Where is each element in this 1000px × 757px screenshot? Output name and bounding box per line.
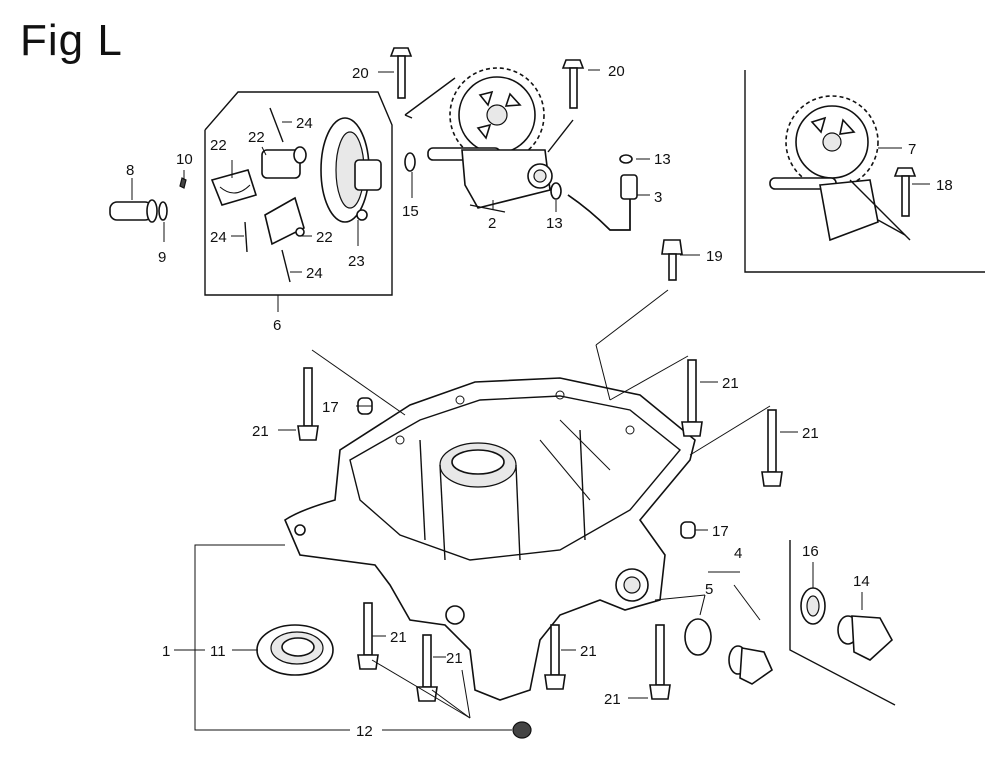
callout-17: 17 bbox=[322, 399, 339, 416]
bolt-20-right bbox=[561, 59, 585, 109]
callout-21: 21 bbox=[390, 629, 407, 646]
valve-part-lower bbox=[264, 196, 305, 246]
callout-10: 10 bbox=[176, 151, 193, 168]
callout-8: 8 bbox=[126, 162, 134, 179]
callout-22: 22 bbox=[248, 129, 265, 146]
callout-19: 19 bbox=[706, 248, 723, 265]
shaft-part bbox=[109, 199, 158, 223]
callout-18: 18 bbox=[936, 177, 953, 194]
callout-21: 21 bbox=[722, 375, 739, 392]
oil-seal-part bbox=[256, 624, 334, 676]
drain-plug-4 bbox=[728, 645, 773, 685]
callout-21: 21 bbox=[802, 425, 819, 442]
bolt-21-b bbox=[681, 359, 703, 437]
callout-23: 23 bbox=[348, 253, 365, 270]
bolt-20-left bbox=[389, 47, 413, 99]
bolt-21-g bbox=[649, 624, 671, 700]
callout-21: 21 bbox=[446, 650, 463, 667]
figure-title: Fig L bbox=[20, 16, 123, 65]
governor-gear-part bbox=[404, 67, 574, 213]
callout-7: 7 bbox=[908, 141, 916, 158]
bolt-21-a bbox=[297, 367, 319, 441]
callout-21: 21 bbox=[252, 423, 269, 440]
valve-part-left bbox=[210, 169, 258, 206]
crankcase-cover-part bbox=[284, 377, 696, 701]
oil-pump-assembly-box bbox=[204, 91, 393, 312]
washer-5-part bbox=[684, 618, 712, 656]
bolt-19 bbox=[661, 239, 683, 281]
callout-17: 17 bbox=[712, 523, 729, 540]
callout-24: 24 bbox=[296, 115, 313, 132]
callout-13: 13 bbox=[654, 151, 671, 168]
callout-22: 22 bbox=[210, 137, 227, 154]
callout-12: 12 bbox=[356, 723, 373, 740]
alternate-gear-inset bbox=[744, 70, 985, 273]
oil-tube-part bbox=[567, 174, 638, 231]
oring-13-lower bbox=[550, 182, 562, 200]
callout-labels: 20 20 24 22 22 10 8 9 24 22 24 23 15 6 2… bbox=[126, 63, 953, 740]
dowel-pin-lower bbox=[680, 521, 696, 539]
bolt-21-d bbox=[357, 602, 379, 670]
pump-cover-part bbox=[320, 117, 382, 223]
callout-24: 24 bbox=[306, 265, 323, 282]
valve-part-upper bbox=[261, 146, 307, 179]
callout-4: 4 bbox=[734, 545, 742, 562]
callout-9: 9 bbox=[158, 249, 166, 266]
callout-1: 1 bbox=[162, 643, 170, 660]
callout-20: 20 bbox=[608, 63, 625, 80]
callout-6: 6 bbox=[273, 317, 281, 334]
callout-15: 15 bbox=[402, 203, 419, 220]
bolt-21-c bbox=[761, 409, 783, 487]
callout-21: 21 bbox=[604, 691, 621, 708]
washer-part bbox=[158, 201, 168, 221]
callout-3: 3 bbox=[654, 189, 662, 206]
oring-13-upper bbox=[619, 154, 633, 164]
callout-22: 22 bbox=[316, 229, 333, 246]
callout-5: 5 bbox=[705, 581, 713, 598]
callout-20: 20 bbox=[352, 65, 369, 82]
leader-lines bbox=[131, 69, 930, 731]
clip-part bbox=[179, 177, 187, 189]
bolt-21-f bbox=[544, 624, 566, 690]
washer-12-part bbox=[512, 721, 532, 739]
oring-part bbox=[404, 152, 416, 172]
callout-13: 13 bbox=[546, 215, 563, 232]
drain-plug-inset bbox=[789, 540, 896, 706]
callout-14: 14 bbox=[853, 573, 870, 590]
callout-2: 2 bbox=[488, 215, 496, 232]
callout-16: 16 bbox=[802, 543, 819, 560]
callout-21: 21 bbox=[580, 643, 597, 660]
callout-24: 24 bbox=[210, 229, 227, 246]
pin-parts bbox=[244, 107, 291, 283]
bolt-18 bbox=[893, 167, 917, 217]
callout-11: 11 bbox=[210, 643, 226, 660]
